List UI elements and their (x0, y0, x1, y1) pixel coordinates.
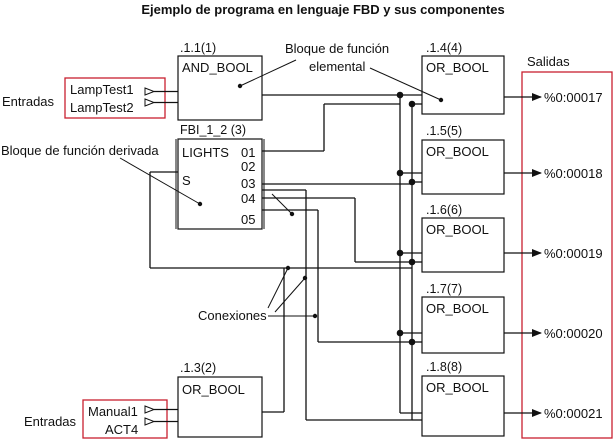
or-block-5: .1.5(5) OR_BOOL (421, 124, 505, 195)
fbi-output-05: 05 (241, 212, 255, 227)
or6-id: .1.6(6) (426, 203, 462, 217)
inputs-top-frame (64, 77, 166, 119)
output-18: %0:00018 (544, 166, 603, 181)
diagram-title: Ejemplo de programa en lenguaje FBD y su… (141, 2, 504, 17)
input-lamptest2: LampTest2 (70, 100, 134, 115)
bloque-derivado-label: Bloque de función derivada (1, 143, 159, 158)
fbi-output-04: 04 (241, 191, 255, 206)
or4-name: OR_BOOL (426, 60, 489, 75)
salidas-label: Salidas (527, 54, 570, 69)
and-bool-block (177, 55, 263, 121)
fbi-id: FBI_1_2 (3) (180, 123, 246, 137)
fbi-block (177, 138, 263, 230)
entradas-top-label: Entradas (2, 94, 55, 109)
or-block-8: .1.8(8) OR_BOOL (421, 360, 505, 437)
or8-id: .1.8(8) (426, 360, 462, 374)
input-act4: ACT4 (105, 422, 138, 437)
or-bottom-id: .1.3(2) (180, 361, 216, 375)
input-marker-icon (144, 98, 156, 107)
output-19: %0:00019 (544, 246, 603, 261)
fbi-output-03: 03 (241, 176, 255, 191)
or-block-4: .1.4(4) OR_BOOL (421, 41, 505, 115)
fbi-input-s: S (182, 173, 191, 188)
outputs-frame (521, 71, 613, 439)
entradas-bottom-label: Entradas (24, 414, 77, 429)
callouts (119, 59, 442, 317)
or-bottom-name: OR_BOOL (182, 382, 245, 397)
conexiones-label: Conexiones (198, 308, 267, 323)
bloque-elemental-label-2: elemental (309, 59, 365, 74)
output-21: %0:00021 (544, 406, 603, 421)
fbi-output-01: 01 (241, 145, 255, 160)
or8-name: OR_BOOL (426, 380, 489, 395)
output-17: %0:00017 (544, 90, 603, 105)
or7-name: OR_BOOL (426, 301, 489, 316)
or7-id: .1.7(7) (426, 282, 462, 296)
input-marker-icon (144, 417, 156, 426)
fbi-output-02: 02 (241, 159, 255, 174)
or5-name: OR_BOOL (426, 144, 489, 159)
inputs-bottom-frame (82, 399, 168, 439)
or5-id: .1.5(5) (426, 124, 462, 138)
or-block-7: .1.7(7) OR_BOOL (421, 282, 505, 354)
input-marker-icon (144, 87, 156, 96)
and-bool-id: .1.1(1) (180, 41, 216, 55)
input-marker-icon (144, 405, 156, 414)
or6-name: OR_BOOL (426, 222, 489, 237)
junction-dots (396, 91, 416, 346)
callout-dots (197, 83, 444, 319)
and-bool-name: AND_BOOL (182, 60, 253, 75)
output-20: %0:00020 (544, 326, 603, 341)
or-bottom-block (177, 376, 263, 438)
input-lamptest1: LampTest1 (70, 82, 134, 97)
fbi-name: LIGHTS (182, 145, 229, 160)
bloque-elemental-label-1: Bloque de función (285, 41, 389, 56)
input-manual1: Manual1 (88, 404, 138, 419)
or4-id: .1.4(4) (426, 41, 462, 55)
or-block-6: .1.6(6) OR_BOOL (421, 203, 505, 273)
